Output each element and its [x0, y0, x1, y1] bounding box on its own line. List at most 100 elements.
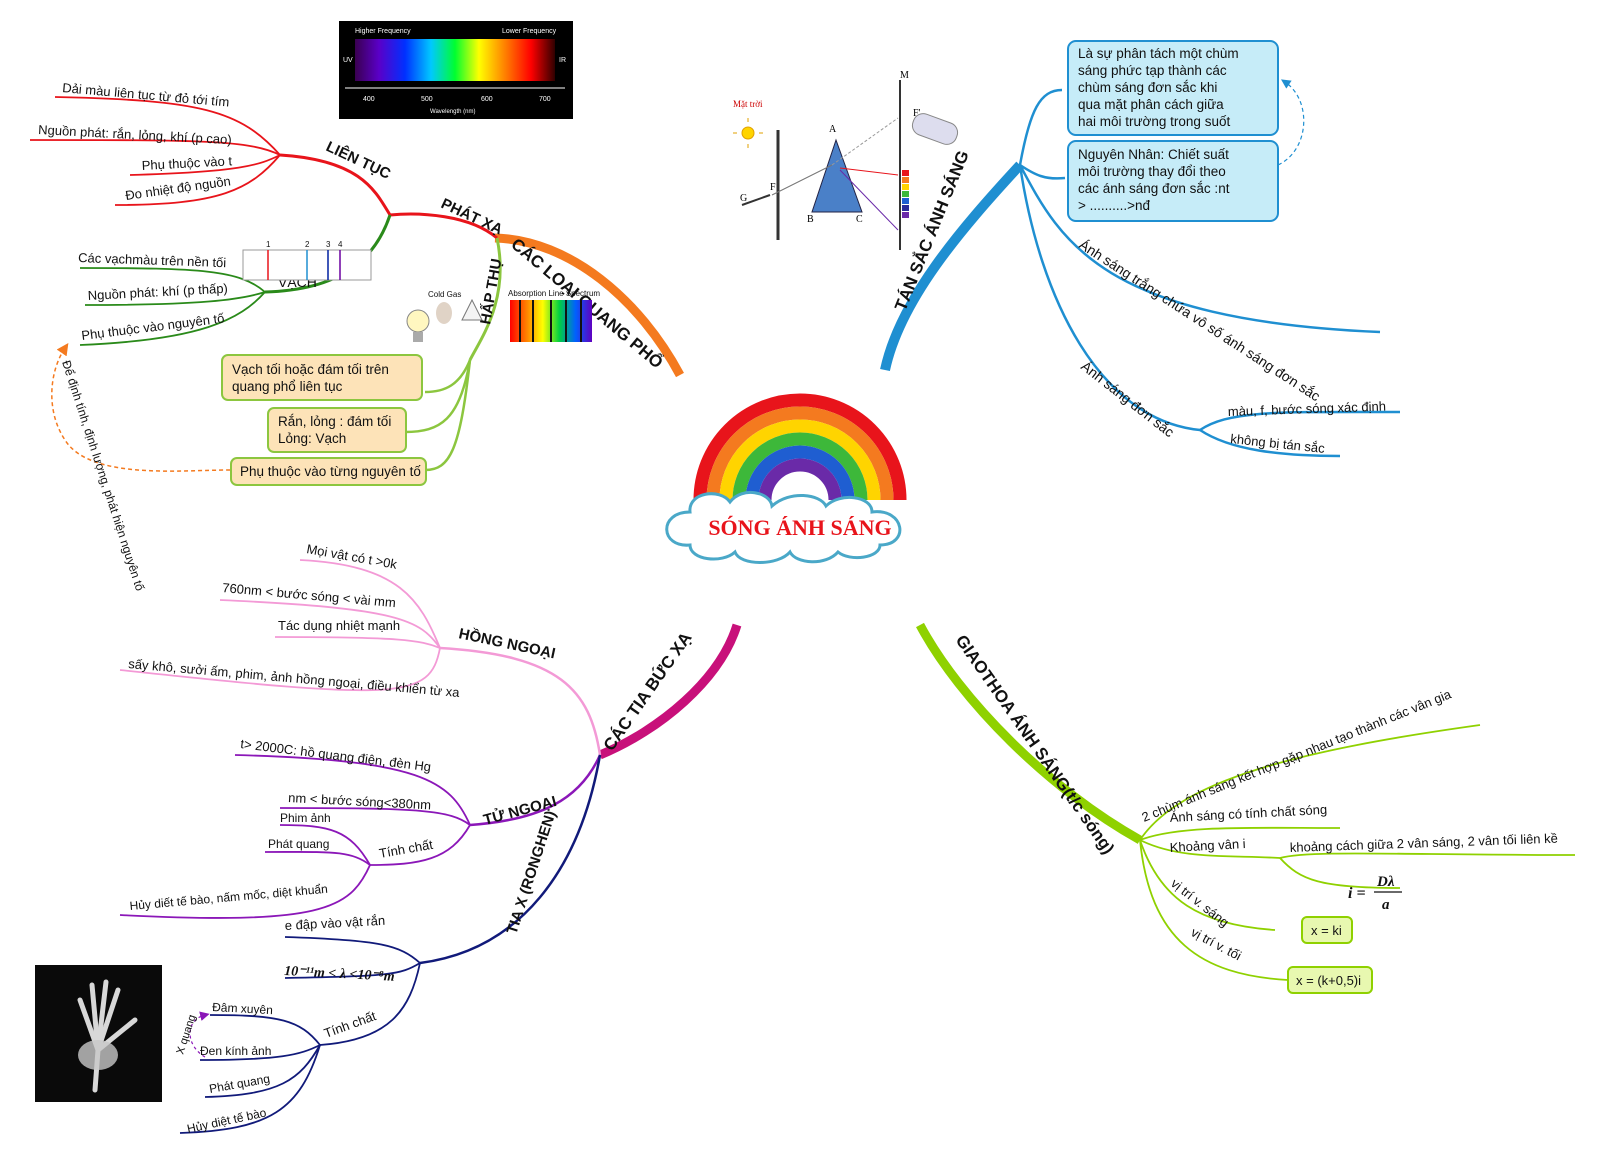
tan-sac-box-1[interactable]: Là sự phân tách một chùm sáng phức tạp t… — [1067, 40, 1279, 136]
tan-sac-box2-line-3: > ..........>nđ — [1078, 198, 1151, 213]
giao-thoa-khoang-van[interactable]: Khoảng vân i — [1169, 836, 1246, 855]
tia-x-tinh-chat[interactable]: Tính chất — [322, 1008, 378, 1041]
spectrum-image: Higher Frequency Lower Frequency UV IR 4… — [339, 21, 573, 119]
lien-tuc-item-3[interactable]: Đo nhiệt độ nguồn — [124, 173, 231, 203]
label-giao-thoa[interactable]: GIAOTHOA ÁNH SÁNG(t/c sóng) — [952, 631, 1118, 857]
spectrum-tick-600: 600 — [481, 96, 493, 103]
lien-tuc-item-0[interactable]: Dải màu liên tục từ đỏ tới tím — [62, 80, 230, 110]
tu-ngoai-leaves — [119, 754, 471, 919]
tu-ngoai-tc-item-0[interactable]: Phim ảnh — [280, 811, 331, 825]
absorption-image: Cold Gas Absorption Line Spectrum — [406, 289, 600, 342]
tia-x-tc-item-3[interactable]: Hủy diệt tế bào — [186, 1105, 268, 1136]
line-num-4: 4 — [338, 240, 343, 249]
vi-tri-sang-box[interactable]: x = ki — [1301, 916, 1353, 944]
line-num-1: 1 — [266, 240, 271, 249]
giao-thoa-vi-tri-sang[interactable]: vị trí v. sáng — [1168, 876, 1232, 930]
giao-thoa-vi-tri-toi[interactable]: vị trí v. tối — [1189, 924, 1244, 963]
tan-sac-connectors — [1018, 88, 1401, 458]
line-num-3: 3 — [326, 240, 331, 249]
tu-ngoai-tinh-chat[interactable]: Tính chất — [378, 837, 434, 861]
branch-tia-x — [419, 754, 602, 965]
lien-tuc-item-2[interactable]: Phụ thuộc vào t — [141, 153, 232, 173]
tan-sac-box-2[interactable]: Nguyên Nhân: Chiết suất môi trường thay … — [1067, 140, 1279, 222]
xray-hand-image — [35, 965, 162, 1102]
emission-line-diagram: 1 2 3 4 — [242, 240, 372, 281]
tu-ngoai-tc-item-1[interactable]: Phát quang — [268, 837, 329, 851]
label-cac-tia[interactable]: CÁC TIA BỨC XẠ — [600, 629, 696, 755]
branch-tan-sac — [880, 161, 1024, 372]
lien-tuc-item-1[interactable]: Nguồn phát: rắn, lỏng, khí (p cao) — [38, 122, 232, 147]
cloud-shape — [665, 491, 902, 564]
khoang-van-formula: i = Dλ a — [1348, 874, 1402, 913]
tan-sac-dashed-relation — [1277, 79, 1305, 166]
vi-tri-sang-box-text: x = ki — [1311, 923, 1342, 938]
tia-x-tc-item-2[interactable]: Phát quang — [208, 1072, 271, 1096]
vi-tri-toi-box[interactable]: x = (k+0,5)i — [1287, 966, 1373, 994]
rainbow-icon — [693, 393, 907, 501]
vach-item-1[interactable]: Nguồn phát: khí (p thấp) — [87, 281, 228, 303]
prism-label-c: C — [856, 214, 863, 225]
spectrum-tick-400: 400 — [363, 96, 375, 103]
hap-thu-box-1-line-0: Rắn, lỏng : đám tối — [278, 414, 391, 429]
hap-thu-box-1-line-1: Lỏng: Vạch — [278, 431, 346, 446]
tu-ngoai-item-1[interactable]: nm < bước sóng<380nm — [288, 790, 432, 812]
formula-lhs: i = — [1348, 885, 1366, 902]
formula-den: a — [1382, 897, 1390, 913]
prism-label-f: F — [770, 182, 776, 193]
hap-thu-box-0-line-0: Vạch tối hoặc đám tối trên — [232, 362, 389, 377]
dashed-relation — [51, 343, 231, 472]
giao-thoa-khoang-van-def[interactable]: khoảng cách giữa 2 vân sáng, 2 vân tối l… — [1290, 831, 1559, 855]
tia-x-item-0[interactable]: e đập vào vật rắn — [284, 913, 385, 933]
x-quang-label: X quang — [174, 1013, 198, 1056]
spectrum-top-right: Lower Frequency — [502, 28, 557, 35]
branch-phat-xa — [389, 212, 498, 240]
spectrum-axis-label: Wavelength (nm) — [430, 109, 475, 115]
lien-tuc-leaves — [29, 96, 281, 206]
tia-x-tc-item-1[interactable]: Đen kính ảnh — [200, 1044, 271, 1058]
prism-label-m: M — [900, 70, 909, 81]
tan-sac-mono-label[interactable]: Ánh sáng đơn sắc — [1078, 358, 1177, 440]
hong-ngoai-leaves — [119, 559, 441, 692]
branch-giao-thoa — [916, 622, 1143, 844]
vi-tri-toi-box-text: x = (k+0,5)i — [1296, 973, 1361, 988]
hap-thu-connectors — [404, 359, 472, 472]
central-topic[interactable]: SÓNG ÁNH SÁNG — [665, 393, 907, 564]
tan-sac-mono-item-0[interactable]: màu, f, bước sóng xác định — [1228, 398, 1387, 419]
hong-ngoai-item-3[interactable]: sấy khô, sưởi ấm, phim, ảnh hồng ngoại, … — [128, 656, 461, 700]
hap-thu-box-2-line-0: Phụ thuộc vào từng nguyên tố — [240, 464, 421, 479]
tan-sac-box2-line-1: môi trường thay đổi theo — [1078, 164, 1226, 179]
tu-ngoai-tc-item-2[interactable]: Hủy diết tế bào, nấm mốc, diệt khuẩn — [129, 882, 328, 913]
spectrum-tick-500: 500 — [421, 96, 433, 103]
branch-tu-ngoai — [469, 754, 602, 827]
cold-gas-label: Cold Gas — [428, 290, 461, 299]
branch-hap-thu — [468, 237, 502, 361]
hap-thu-box-0[interactable]: Vạch tối hoặc đám tối trên quang phổ liê… — [221, 354, 423, 401]
tan-sac-box2-line-2: các ánh sáng đơn sắc :nt — [1078, 181, 1230, 196]
spectrum-tick-700: 700 — [539, 96, 551, 103]
prism-image: Mặt trời M A B C F G F' — [733, 70, 959, 250]
dashed-relation-label: Để định tính, định lượng, phát hiện nguy… — [59, 359, 147, 593]
hap-thu-box-1[interactable]: Rắn, lỏng : đám tối Lỏng: Vạch — [267, 407, 407, 453]
giao-thoa-leaves — [1139, 724, 1576, 981]
tan-sac-box1-line-3: qua mặt phân cách giữa — [1078, 97, 1224, 112]
formula-num: Dλ — [1376, 874, 1395, 890]
label-hap-thu[interactable]: HẤP THỤ — [477, 257, 505, 325]
spectrum-top-left: Higher Frequency — [355, 28, 411, 35]
tu-ngoai-item-0[interactable]: t> 2000C: hồ quang điện, đèn Hg — [240, 736, 432, 774]
spectrum-uv: UV — [343, 57, 353, 64]
prism-label-a: A — [829, 124, 837, 135]
spectrum-ir: IR — [559, 57, 566, 64]
branch-tia — [598, 623, 742, 760]
label-tia-x[interactable]: TIA X (RONGHEN) — [504, 809, 560, 937]
hong-ngoai-item-2[interactable]: Tác dụng nhiệt mạnh — [278, 618, 400, 633]
central-title: SÓNG ÁNH SÁNG — [708, 515, 891, 540]
tan-sac-box1-line-1: sáng phức tạp thành các — [1078, 63, 1227, 78]
hap-thu-box-2[interactable]: Phụ thuộc vào từng nguyên tố — [230, 457, 427, 486]
line-num-2: 2 — [305, 240, 310, 249]
branch-quang-pho — [494, 233, 684, 378]
tia-x-tc-item-0[interactable]: Đâm xuyên — [212, 1000, 273, 1017]
prism-label-b: B — [807, 214, 814, 225]
vach-item-0[interactable]: Các vạchmàu trên nền tối — [78, 250, 227, 270]
prism-label-g: G — [740, 193, 747, 204]
